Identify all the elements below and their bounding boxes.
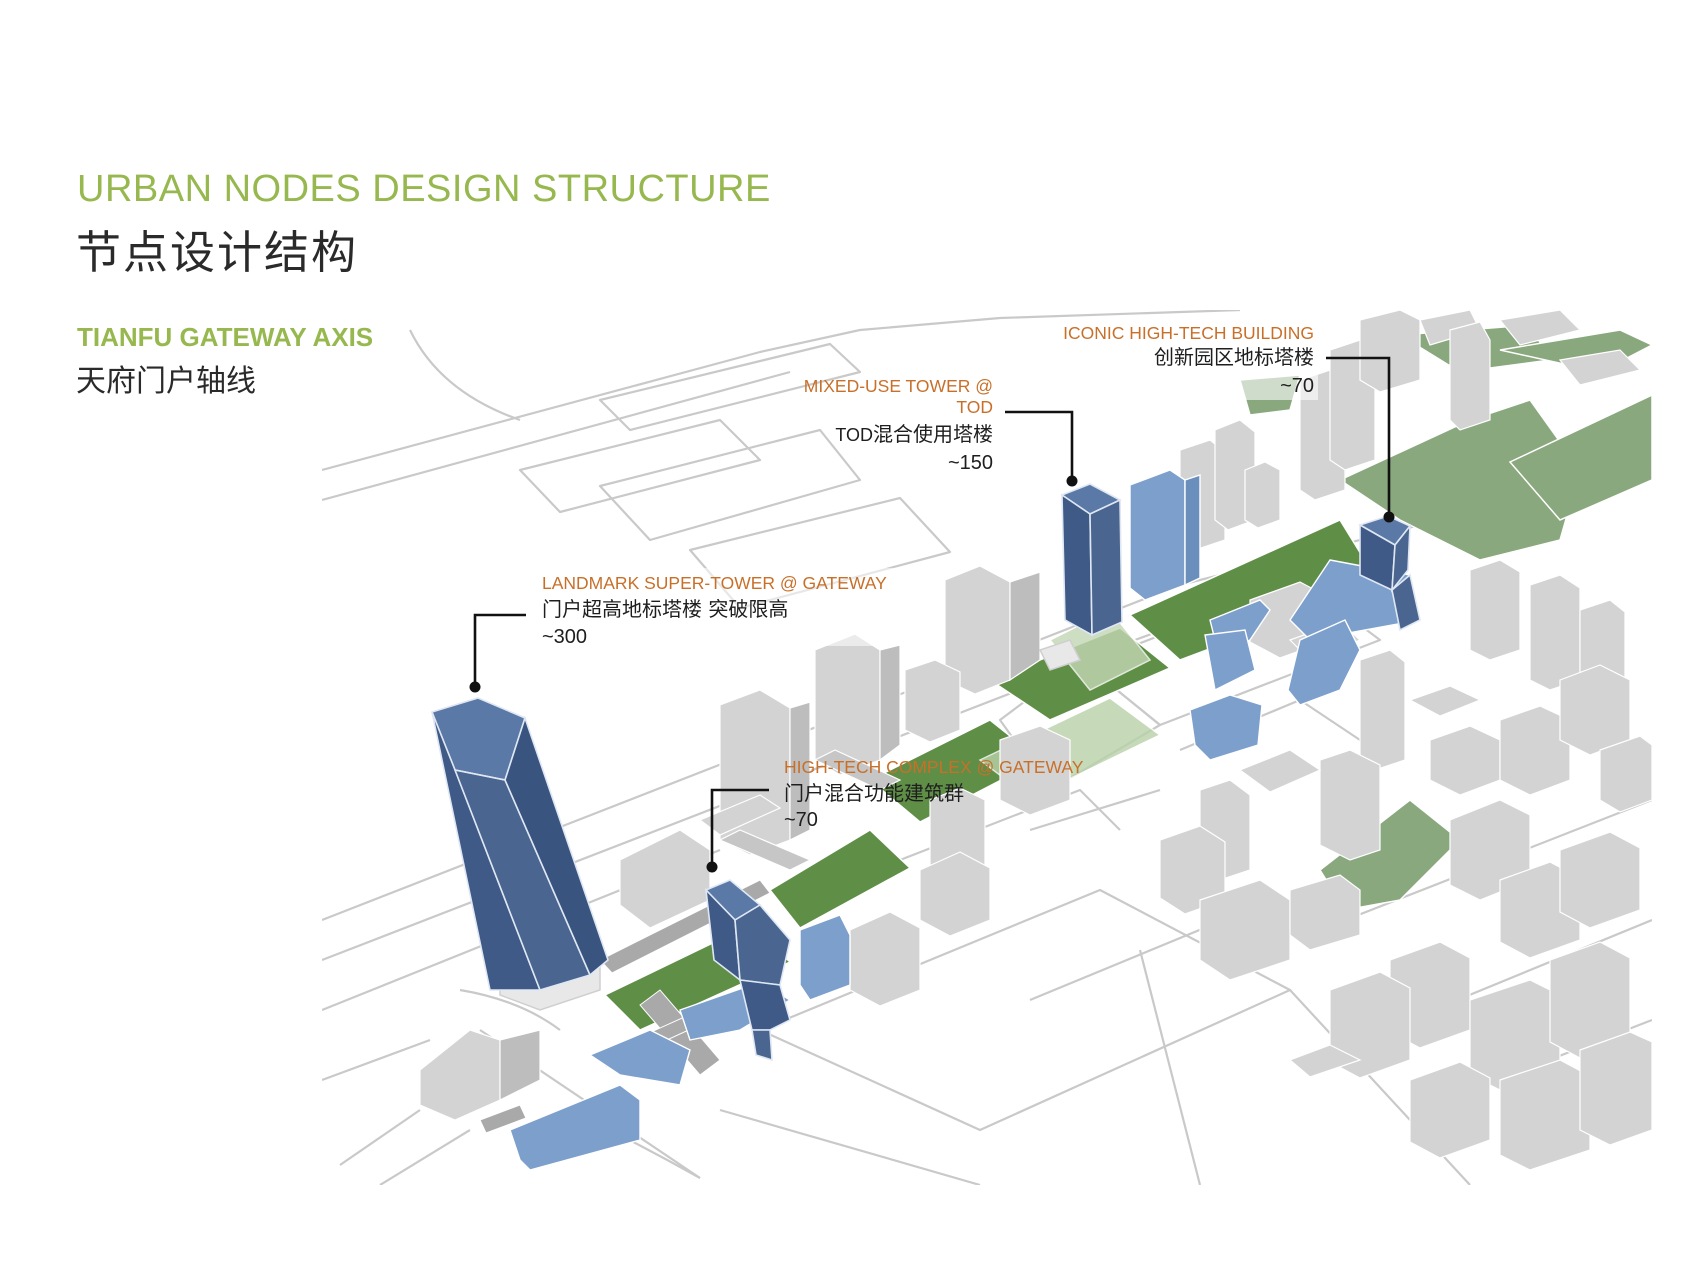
subtitle-english: TIANFU GATEWAY AXIS bbox=[77, 322, 374, 352]
title-chinese: 节点设计结构 bbox=[76, 226, 359, 279]
landmark-super-tower bbox=[430, 697, 609, 991]
callout-points bbox=[469, 475, 1395, 873]
callout-mixed-use-tower: MIXED-USE TOWER @ TOD TOD混合使用塔楼 ~150 bbox=[804, 376, 993, 474]
site-base bbox=[322, 310, 1652, 1185]
subtitle-chinese: 天府门户轴线 bbox=[76, 364, 256, 399]
landmark-label-en: LANDMARK SUPER-TOWER @ GATEWAY bbox=[542, 573, 887, 593]
mixed-height: ~150 bbox=[948, 452, 993, 474]
title-english: URBAN NODES DESIGN STRUCTURE bbox=[77, 168, 771, 210]
callout-iconic-high-tech-building: ICONIC HIGH-TECH BUILDING 创新园区地标塔楼 ~70 bbox=[1040, 320, 1318, 400]
pale-green-parks bbox=[1239, 324, 1652, 911]
context-buildings bbox=[419, 310, 1652, 1171]
landmark-height: ~300 bbox=[542, 626, 587, 648]
iconic-label-en: ICONIC HIGH-TECH BUILDING bbox=[1063, 323, 1314, 343]
mixed-label-zh: TOD混合使用塔楼 bbox=[835, 422, 993, 446]
mixed-label-en-line2: TOD bbox=[956, 397, 993, 417]
low-rise-blue-buildings bbox=[509, 469, 1421, 1171]
callout-leaders bbox=[473, 356, 1391, 866]
iconic-height: ~70 bbox=[1280, 375, 1314, 397]
callout-landmark-super-tower: LANDMARK SUPER-TOWER @ GATEWAY 门户超高地标塔楼 … bbox=[538, 568, 918, 648]
complex-label-zh: 门户混合功能建筑群 bbox=[784, 781, 964, 805]
mixed-use-tower bbox=[1060, 483, 1123, 637]
iconic-label-zh: 创新园区地标塔楼 bbox=[1154, 345, 1314, 369]
complex-height: ~70 bbox=[784, 809, 818, 831]
complex-label-en: HIGH-TECH COMPLEX @ GATEWAY bbox=[784, 757, 1084, 777]
callout-high-tech-complex: HIGH-TECH COMPLEX @ GATEWAY 门户混合功能建筑群 ~7… bbox=[784, 757, 1084, 831]
iconic-high-tech-building bbox=[1358, 515, 1421, 632]
high-tech-complex bbox=[704, 879, 791, 1062]
mixed-label-en-line1: MIXED-USE TOWER @ bbox=[804, 376, 993, 396]
landmark-label-zh: 门户超高地标塔楼 突破限高 bbox=[542, 597, 788, 621]
